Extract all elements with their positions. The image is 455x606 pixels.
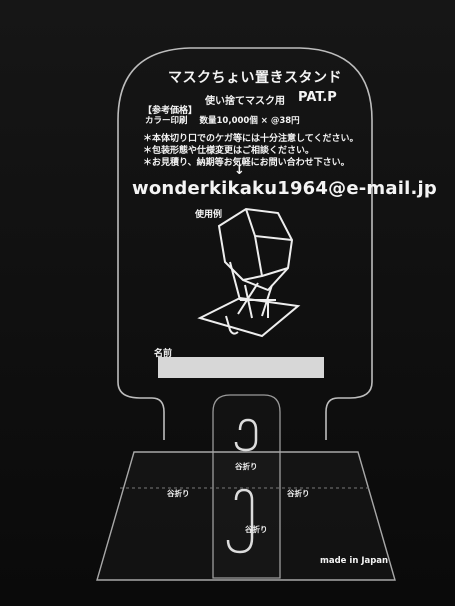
note-item: ＊本体切り口でのケガ等には十分注意してください。	[143, 134, 359, 144]
product-title: マスクちょい置きスタンド	[168, 70, 342, 86]
made-in-label: made in Japan	[320, 556, 389, 566]
back-plate-edge	[117, 47, 373, 440]
fold-label: 谷折り	[287, 489, 310, 498]
fold-label: 谷折り	[167, 489, 190, 498]
note-item: ＊包装形態や仕様変更はご相談ください。	[143, 146, 315, 156]
fold-label: 谷折り	[245, 525, 268, 534]
base-edge	[96, 451, 396, 581]
price-detail: 数量10,000個 × @38円	[199, 116, 300, 126]
product-subtitle: 使い捨てマスク用	[205, 96, 285, 107]
name-field-label: 名前	[154, 349, 173, 359]
reference-price-heading: 【参考価格】	[143, 106, 198, 116]
note-item: ＊お見積り、納期等お気軽にお問い合わせ下さい。	[143, 158, 350, 168]
fold-label: 谷折り	[235, 462, 258, 471]
price-line: カラー印刷 数量10,000個 × @38円	[145, 114, 300, 126]
name-write-box	[158, 357, 324, 378]
usage-example-label: 使用例	[195, 210, 223, 220]
usage-illustration	[197, 207, 301, 338]
contact-email: wonderkikaku1964@e-mail.jp	[132, 178, 437, 199]
down-arrow-icon: ↓	[234, 163, 245, 178]
price-label: カラー印刷	[145, 116, 188, 126]
hook-slot-lower	[226, 488, 254, 554]
hook-slot-upper	[234, 418, 258, 452]
patent-label: PAT.P	[298, 90, 337, 105]
center-tab-edge	[212, 394, 281, 579]
